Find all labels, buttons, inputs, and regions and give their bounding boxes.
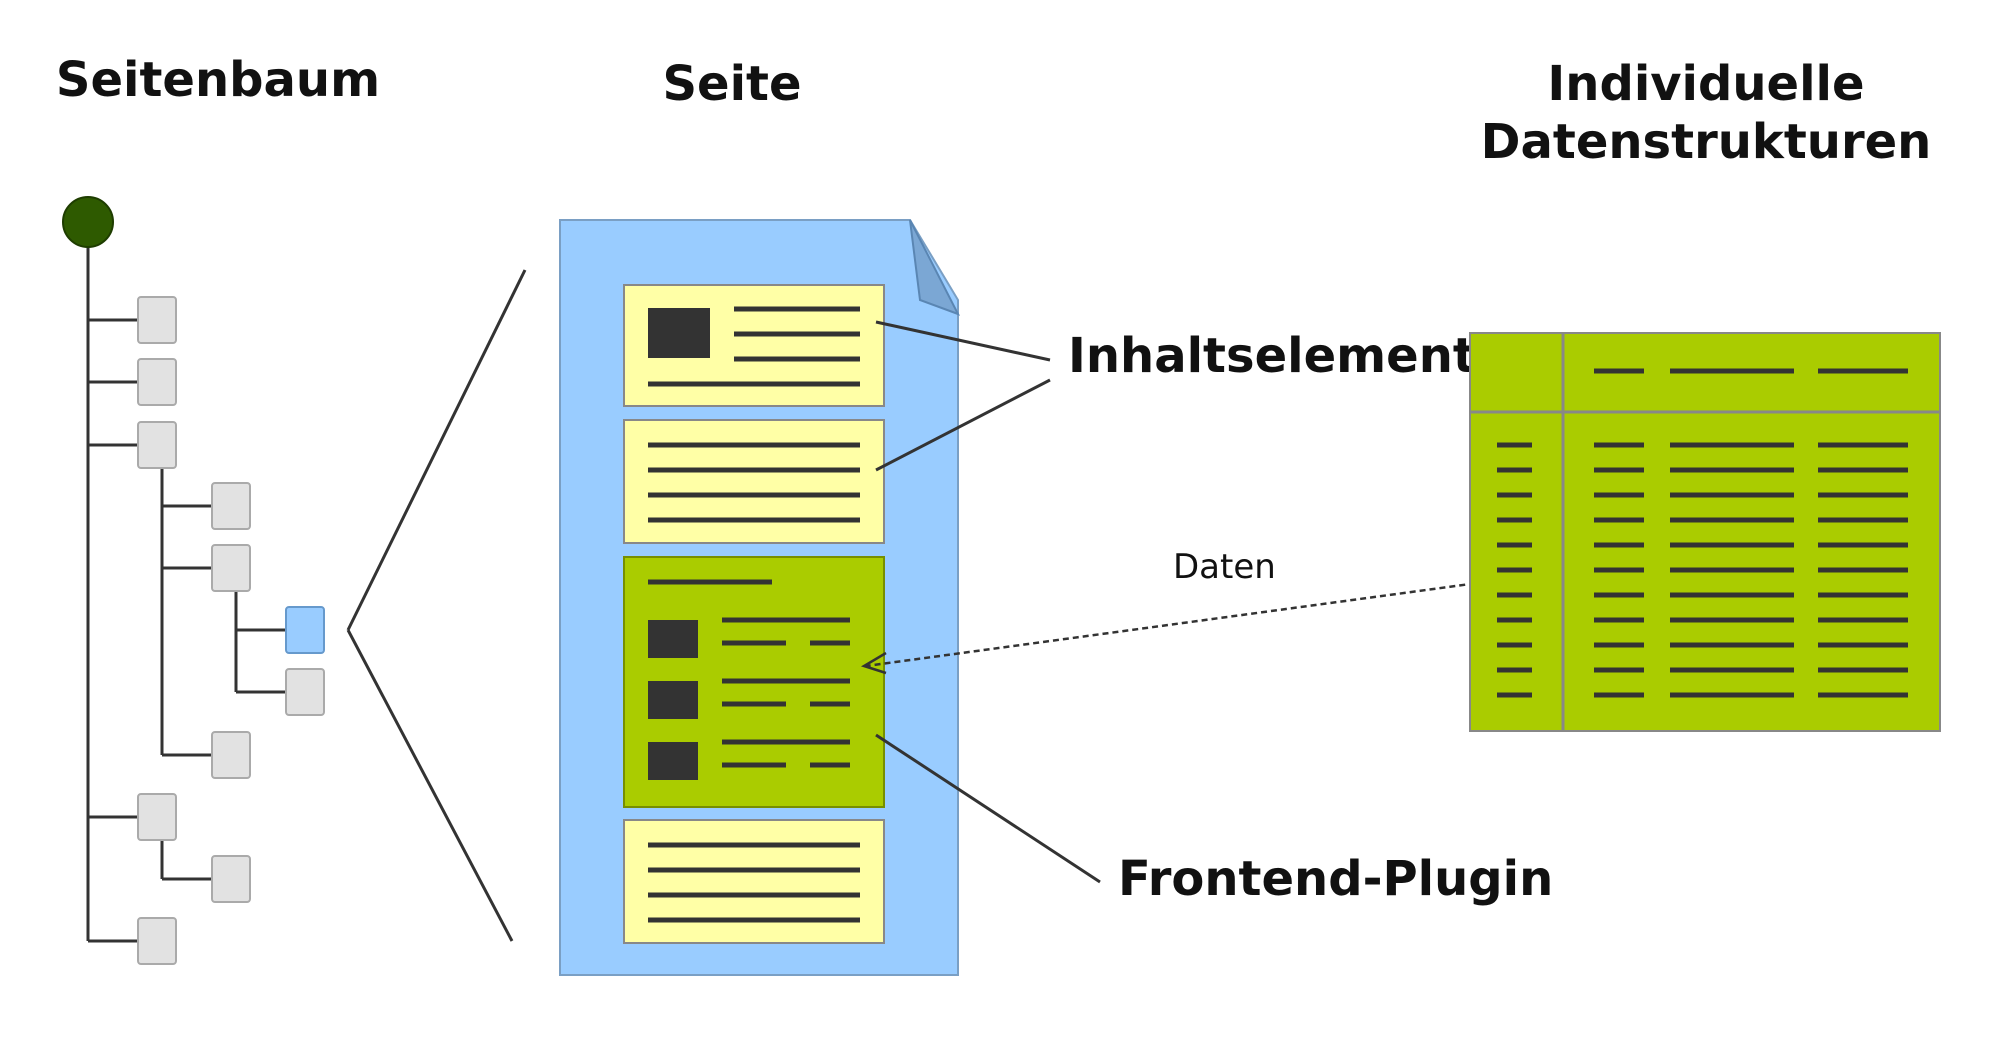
page-tree [86, 222, 286, 943]
tree-node [137, 917, 177, 965]
list-image-placeholder [648, 620, 698, 658]
tree-node [211, 482, 251, 530]
list-image-placeholder [648, 742, 698, 780]
label-frontend-plugin: Frontend-Plugin [1118, 851, 1553, 907]
label-inhaltselement: Inhaltselement [1068, 328, 1476, 384]
callout-lines [875, 320, 1101, 884]
tree-node [211, 731, 251, 779]
content-element-2 [623, 419, 885, 544]
label-daten: Daten [1173, 547, 1276, 587]
frontend-plugin-element [623, 556, 885, 808]
heading-seite: Seite [662, 56, 801, 112]
tree-node [137, 793, 177, 841]
selected-tree-node [285, 606, 325, 654]
heading-datenstrukturen: Datenstrukturen [1481, 114, 1932, 170]
tree-node [285, 668, 325, 716]
heading-seitenbaum: Seitenbaum [56, 52, 380, 108]
image-placeholder [648, 308, 710, 358]
tree-node [137, 358, 177, 406]
heading-individuelle: Individuelle [1547, 56, 1864, 112]
tree-node [137, 421, 177, 469]
tree-root-node-icon [62, 196, 114, 248]
data-table-icon [1469, 332, 1941, 732]
list-image-placeholder [648, 681, 698, 719]
data-arrow [860, 580, 1486, 675]
zoom-lines [346, 269, 527, 942]
tree-node [211, 544, 251, 592]
tree-node [211, 855, 251, 903]
table-row-lines [1497, 442, 1908, 698]
content-element-3 [623, 819, 885, 944]
tree-nodes [137, 296, 325, 965]
tree-node [137, 296, 177, 344]
page-document-icon [559, 219, 961, 976]
content-element-1 [623, 284, 885, 407]
